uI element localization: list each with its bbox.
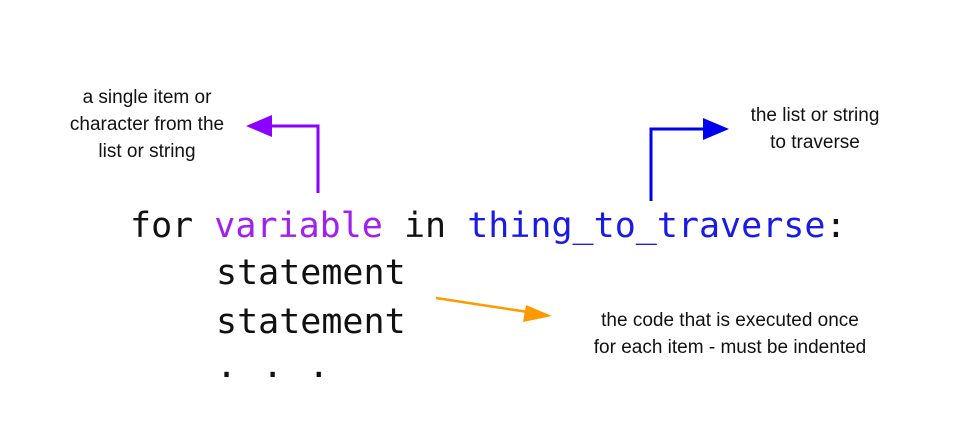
loop-body-ellipsis: . . . [216,346,332,386]
body-arrow [435,296,529,314]
annotation-line: list or string [98,141,196,162]
annotation-line: a single item or [82,87,212,108]
annotation-line: the code that is executed once [601,310,859,331]
body-annotation: the code that is executed once for each … [560,307,900,361]
for-loop-header: for variable in thing_to_traverse: [130,206,847,246]
loop-body-statement: statement [216,253,406,293]
annotation-line: character from the [69,114,225,135]
annotation-line: for each item - must be indented [593,337,867,358]
loop-variable: variable [214,206,383,246]
variable-annotation: a single item or character from the list… [52,84,242,165]
annotation-line: to traverse [770,132,860,153]
loop-iterable: thing_to_traverse [467,206,826,246]
variable-arrow [268,124,320,193]
for-keyword: for [130,206,194,246]
annotation-line: the list or string [750,105,880,126]
iterable-arrowhead [703,118,729,140]
colon: : [825,206,847,246]
loop-body-statement: statement [216,302,406,342]
iterable-annotation: the list or string to traverse [735,102,895,156]
iterable-arrow [649,127,707,201]
body-arrowhead [523,305,552,322]
in-keyword: in [403,206,447,246]
variable-arrowhead [246,115,272,137]
